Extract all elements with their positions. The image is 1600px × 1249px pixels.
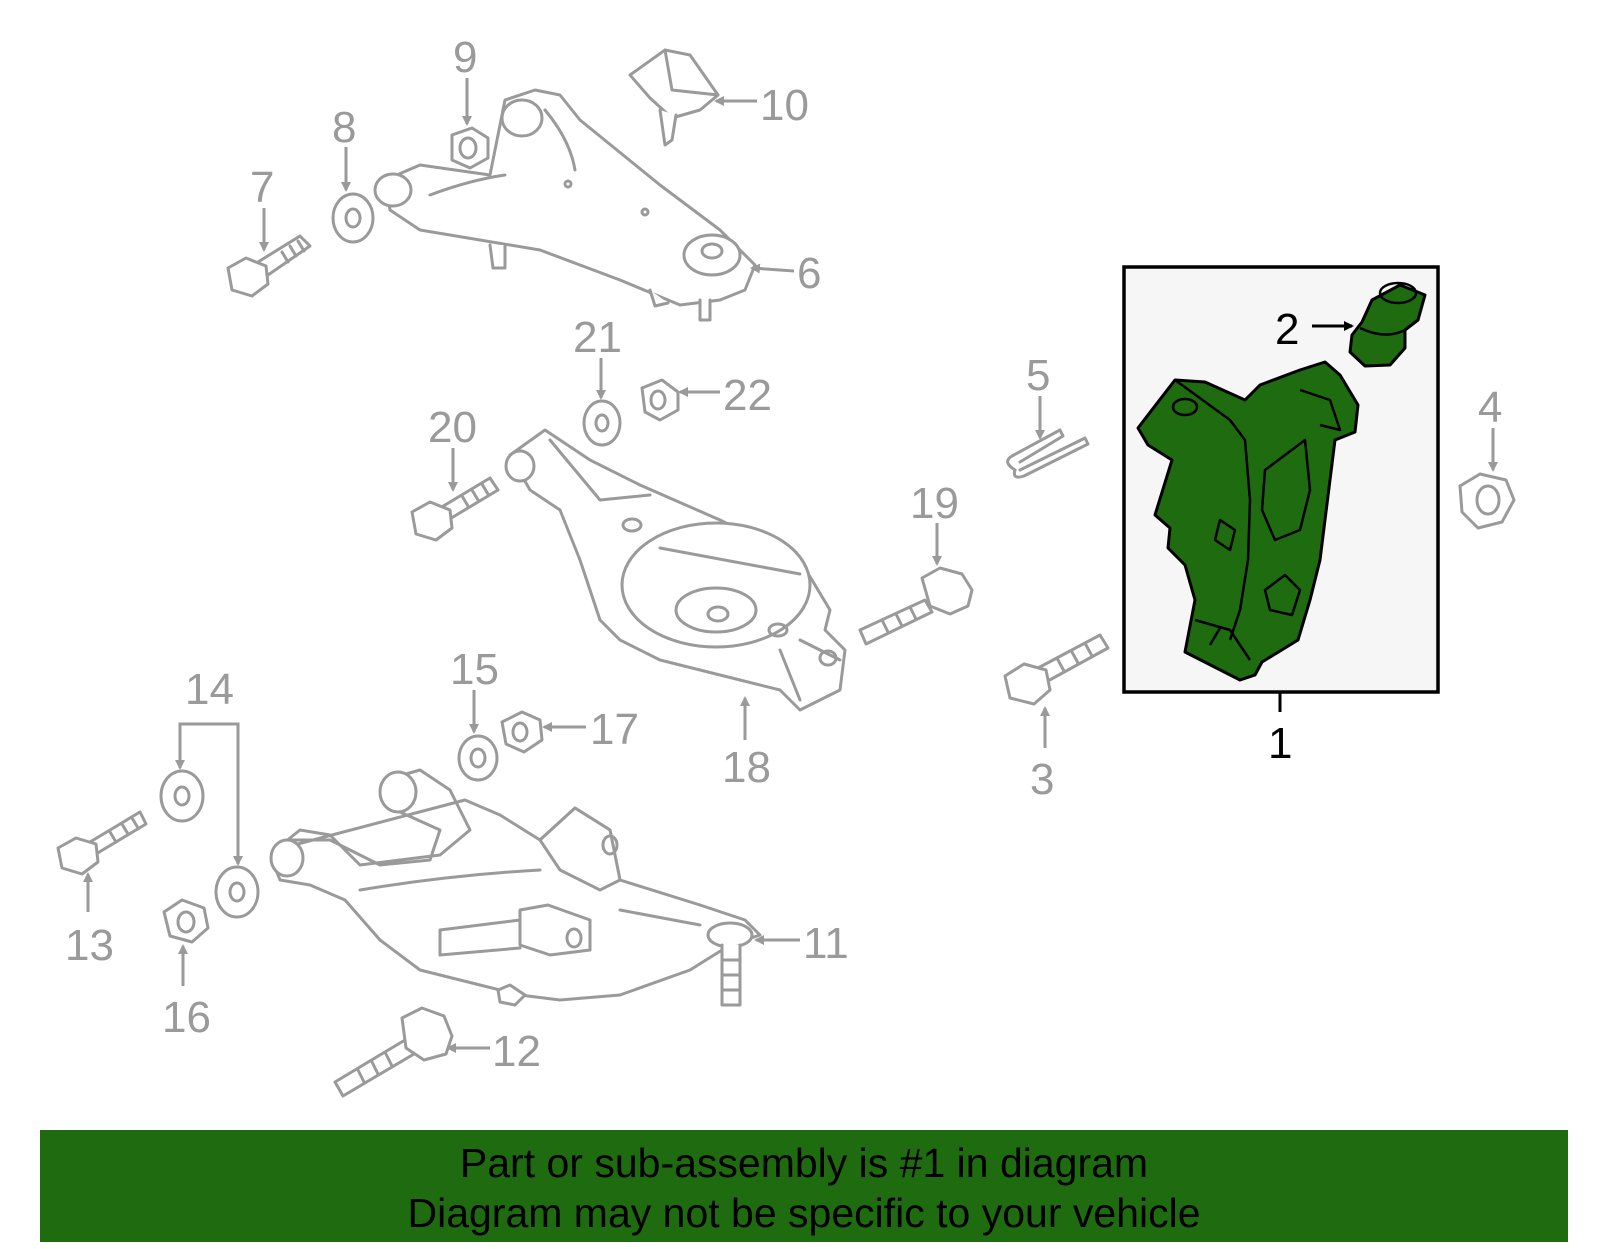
part-5-cotter-pin[interactable] — [1006, 428, 1090, 479]
part-4-nut[interactable] — [1458, 472, 1516, 530]
callout-19: 19 — [910, 479, 959, 528]
callout-15: 15 — [450, 645, 499, 694]
callout-13: 13 — [65, 921, 114, 970]
footer-line-2: Diagram may not be specific to your vehi… — [407, 1190, 1201, 1236]
parts-diagram: 1 2 3 4 5 6 7 8 9 10 11 12 13 14 15 16 1… — [56, 33, 1516, 1098]
part-2-bushing[interactable] — [1348, 281, 1427, 368]
callout-1: 1 — [1268, 719, 1292, 768]
callout-22: 22 — [723, 371, 772, 420]
part-8-washer[interactable] — [331, 192, 375, 244]
callout-17: 17 — [590, 705, 639, 754]
part-13-bolt[interactable] — [56, 810, 148, 876]
part-3-bolt[interactable] — [1003, 633, 1110, 706]
part-16-nut[interactable] — [162, 898, 210, 944]
footer-line-1: Part or sub-assembly is #1 in diagram — [459, 1140, 1149, 1186]
part-18-lower-arm[interactable] — [504, 428, 847, 712]
part-21-washer[interactable] — [582, 399, 622, 447]
callout-11: 11 — [803, 919, 849, 968]
part-15-washer[interactable] — [457, 734, 499, 782]
callout-2: 2 — [1275, 305, 1299, 354]
callout-9: 9 — [453, 33, 477, 82]
part-7-bolt[interactable] — [226, 234, 312, 298]
callout-labels: 1 2 3 4 5 6 7 8 9 10 11 12 13 14 15 16 1… — [65, 33, 1502, 1076]
callout-arrows — [83, 78, 1498, 1053]
callout-12: 12 — [492, 1027, 541, 1076]
part-17-nut[interactable] — [500, 710, 544, 754]
callout-10: 10 — [760, 81, 809, 130]
part-10-bracket[interactable] — [628, 48, 720, 147]
part-1-knuckle[interactable] — [1136, 360, 1360, 682]
callout-14: 14 — [185, 665, 234, 714]
callout-18: 18 — [722, 743, 771, 792]
part-22-nut[interactable] — [640, 378, 680, 422]
callout-6: 6 — [797, 249, 821, 298]
part-19-bolt[interactable] — [858, 566, 974, 646]
callout-7: 7 — [250, 163, 274, 212]
callout-8: 8 — [332, 103, 356, 152]
part-14-washers[interactable] — [159, 769, 260, 919]
callout-3: 3 — [1030, 755, 1054, 804]
callout-5: 5 — [1026, 351, 1050, 400]
part-6-upper-arm[interactable] — [373, 88, 757, 322]
callout-4: 4 — [1478, 383, 1502, 432]
callout-20: 20 — [428, 403, 477, 452]
part-9-nut[interactable] — [450, 126, 490, 170]
footer-banner: Part or sub-assembly is #1 in diagram Di… — [40, 1130, 1568, 1242]
callout-21: 21 — [573, 313, 622, 362]
part-12-bolt[interactable] — [333, 1006, 454, 1098]
callout-16: 16 — [162, 993, 211, 1042]
part-20-bolt[interactable] — [410, 476, 500, 542]
part-11-lower-arm[interactable] — [269, 768, 762, 1007]
